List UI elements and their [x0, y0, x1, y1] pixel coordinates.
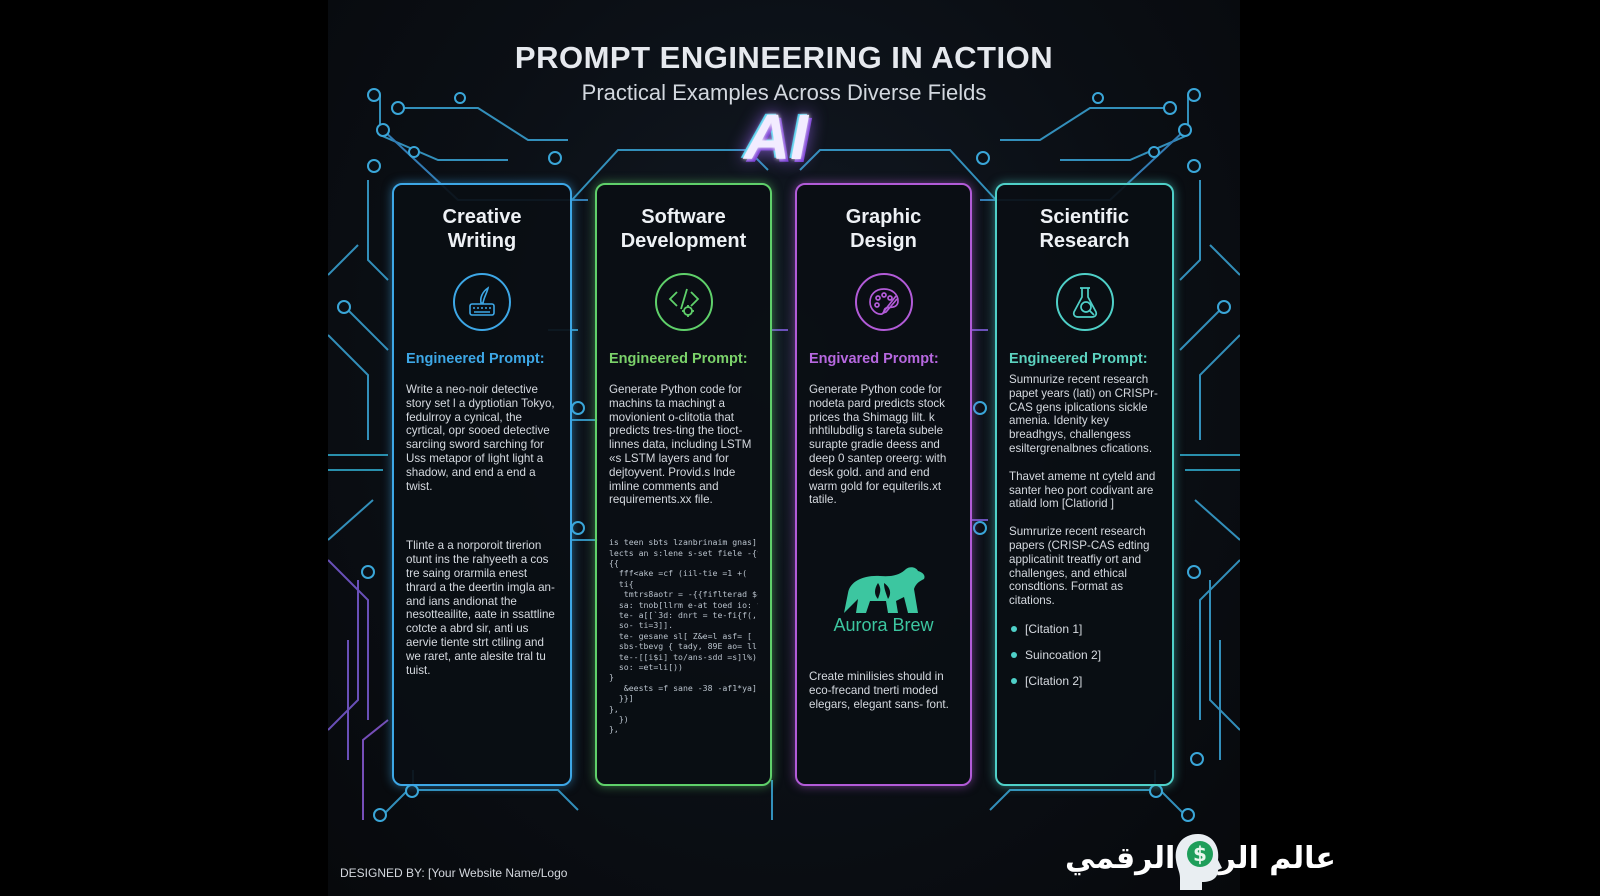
svg-text:$: $ — [1193, 842, 1207, 866]
card-graphic-design: Graphic Design Engivared Prompt: Generat… — [795, 183, 972, 786]
prompt-text: Generate Python code for machins ta mach… — [609, 383, 752, 507]
code-gear-icon — [654, 273, 713, 331]
card-title-line1: Scientific — [1040, 206, 1129, 228]
card-title: Scientific Research — [1009, 205, 1160, 253]
engineered-prompt-label: Engineered Prompt: — [1009, 351, 1148, 367]
quill-keyboard-icon — [453, 273, 511, 331]
circuit-background — [328, 88, 1240, 822]
card-scientific-research: Scientific Research Engineered Prompt: S… — [995, 183, 1174, 786]
code-snippet: is teen sbts lzanbrinaim gnas] lects an … — [609, 537, 758, 735]
card-title-line1: Graphic — [845, 206, 922, 228]
card-title-line2: Research — [1039, 230, 1130, 252]
page-subtitle: Practical Examples Across Diverse Fields — [581, 80, 987, 105]
card-title-line2: Writing — [447, 230, 517, 252]
prompt-text: Sumnurize recent research papet years (l… — [1009, 373, 1158, 455]
citation-list: [Citation 1] Suincoation 2] [Citation 2] — [1009, 622, 1160, 688]
page-title: PROMPT ENGINEERING IN ACTION — [514, 40, 1054, 75]
card-software-development: Software Development Engineered Prompt: … — [595, 183, 772, 786]
engineered-prompt-label: Engineered Prompt: — [609, 351, 748, 367]
card-creative-writing: Creative Writing Engineered Prompt: Writ… — [392, 183, 572, 786]
citation-item: Suincoation 2] — [1009, 648, 1160, 662]
citation-item: [Citation 1] — [1009, 622, 1160, 636]
dollar-head-icon: $ — [1175, 834, 1222, 890]
prompt-text: Write a neo-noir detective story set l a… — [406, 383, 555, 493]
card-title: Software Development — [609, 205, 758, 253]
infographic-canvas: PROMPT ENGINEERING IN ACTION Practical E… — [328, 0, 1240, 896]
card-title: Creative Writing — [406, 205, 558, 253]
palette-brush-icon — [854, 273, 913, 331]
sample-output-text: Create minilisies should in eco-frecand … — [809, 670, 949, 711]
card-title-line1: Software — [641, 206, 726, 228]
prompt-text: Generate Python code for nodeta pard pre… — [809, 383, 947, 507]
card-title-line2: Development — [620, 230, 747, 252]
card-title-line2: Design — [850, 230, 917, 252]
sample-output-text: Tlinte a a norporoit tirerion otunt ins … — [406, 539, 555, 677]
sample-output-text: Sumrurize recent research papers (CRISP-… — [1009, 525, 1150, 608]
citation-item: [Citation 2] — [1009, 674, 1160, 688]
designed-by-credit: DESIGNED BY: [Your Website Name/Logo — [340, 866, 568, 880]
card-title-line1: Creative — [442, 206, 522, 228]
card-title: Graphic Design — [809, 205, 958, 253]
flask-magnifier-icon — [1055, 273, 1114, 331]
bear-logo-icon — [843, 567, 925, 614]
engineered-prompt-label: Engineered Prompt: — [406, 351, 545, 367]
ai-badge: AI — [744, 101, 808, 173]
brand-name: Aurora Brew — [833, 615, 934, 636]
engineered-prompt-label: Engivared Prompt: — [809, 351, 939, 367]
output-note-text: Thavet ameme nt cyteld and santer heo po… — [1009, 469, 1156, 511]
